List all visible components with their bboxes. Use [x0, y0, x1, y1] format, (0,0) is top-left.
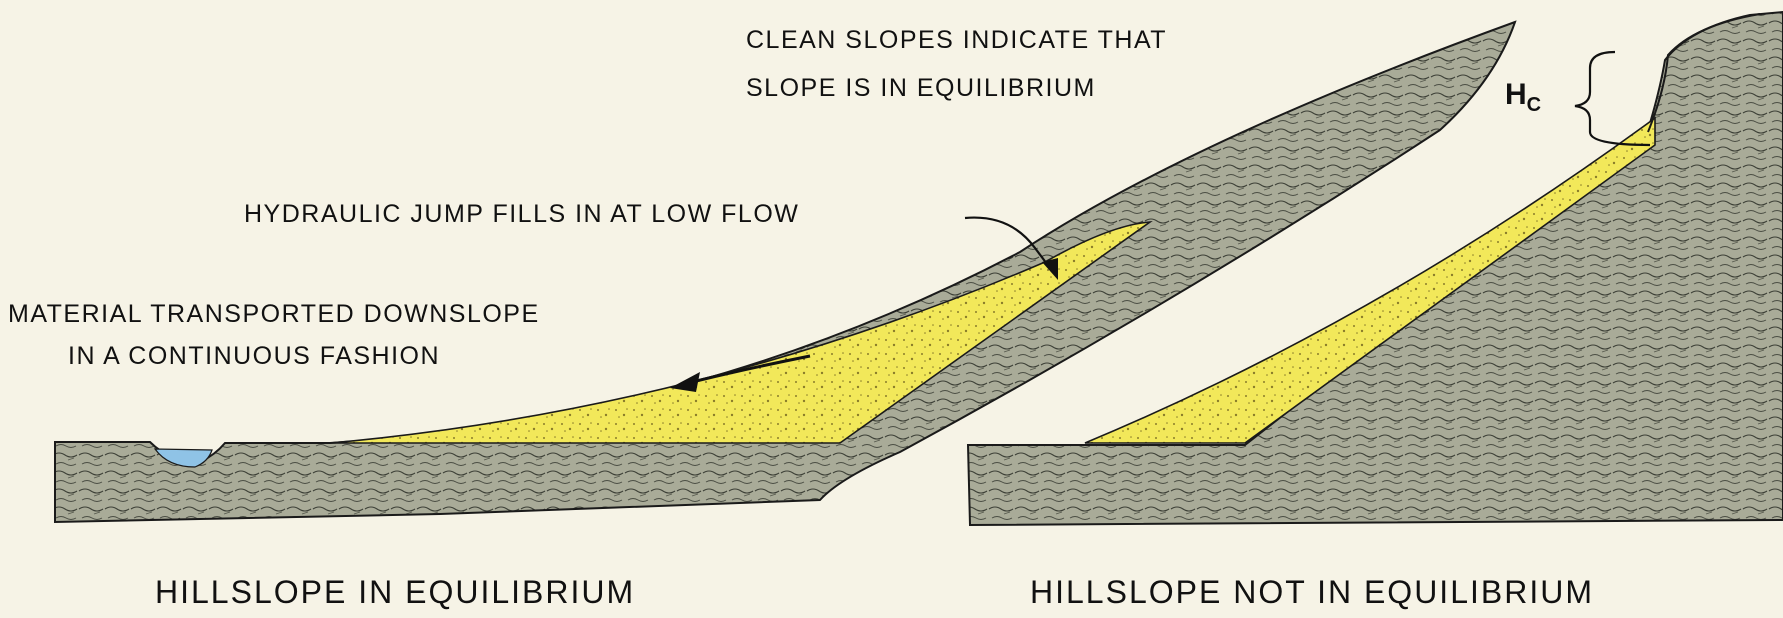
critical-height-label: HC — [1505, 78, 1541, 117]
caption-not-equilibrium: HILLSLOPE NOT IN EQUILIBRIUM — [1030, 574, 1594, 611]
critical-height-subscript: C — [1527, 94, 1541, 116]
clean-slopes-label-line2: SLOPE IS IN EQUILIBRIUM — [746, 74, 1096, 103]
material-transport-label-line2: IN A CONTINUOUS FASHION — [68, 342, 440, 371]
caption-equilibrium: HILLSLOPE IN EQUILIBRIUM — [155, 574, 635, 611]
clean-slopes-label-line1: CLEAN SLOPES INDICATE THAT — [746, 26, 1167, 55]
material-transport-label-line1: MATERIAL TRANSPORTED DOWNSLOPE — [8, 300, 540, 329]
hydraulic-jump-label: HYDRAULIC JUMP FILLS IN AT LOW FLOW — [244, 200, 799, 229]
critical-height-main: H — [1505, 78, 1527, 111]
